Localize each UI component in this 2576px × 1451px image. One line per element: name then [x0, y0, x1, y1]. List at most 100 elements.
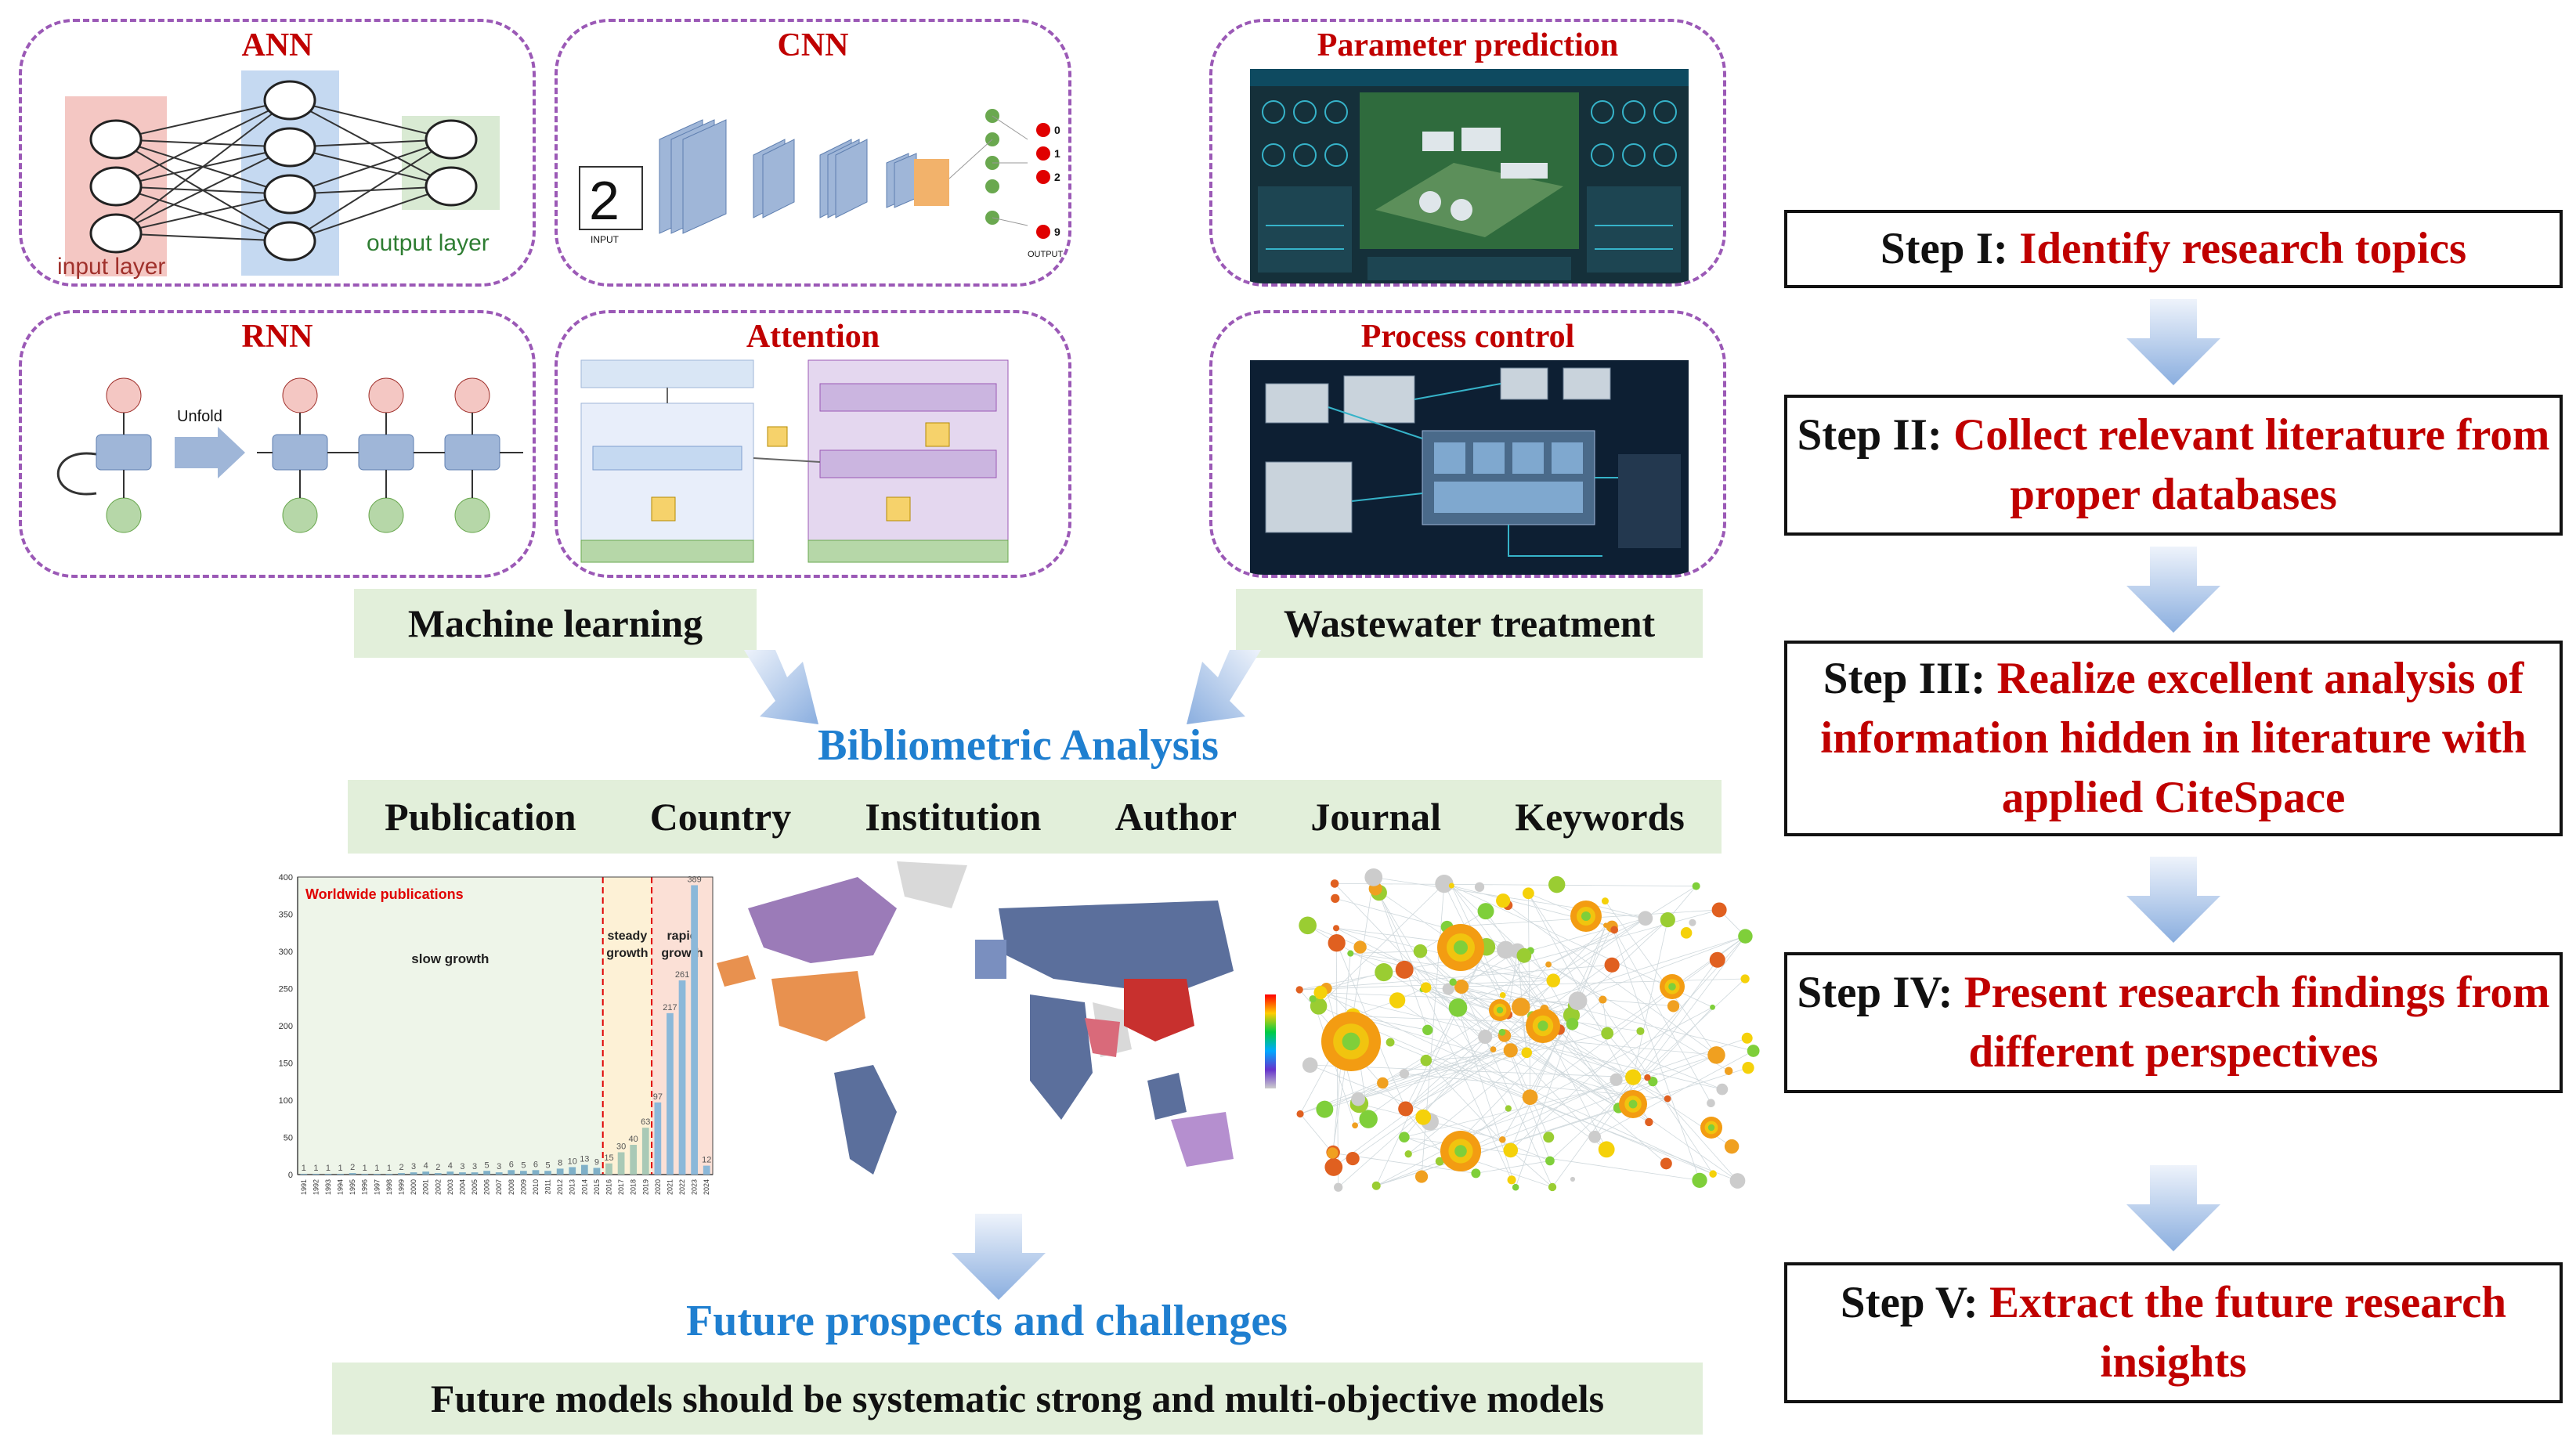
- chart-x-tick: 2000: [410, 1179, 417, 1195]
- chart-bar: [422, 1171, 430, 1175]
- attention-panel: Attention: [555, 310, 1071, 578]
- chart-bar: [300, 1174, 308, 1175]
- chart-bar: [495, 1172, 503, 1175]
- chart-x-tick: 2024: [703, 1179, 710, 1195]
- category-keywords: Keywords: [1515, 795, 1685, 839]
- chart-bar-label: 5: [521, 1160, 526, 1170]
- chart-y-tick: 0: [288, 1171, 293, 1180]
- future-models-statement: Future models should be systematic stron…: [332, 1363, 1703, 1435]
- parameter-prediction-dashboard-image: [1250, 69, 1689, 283]
- chart-bar-label: 1: [326, 1164, 331, 1173]
- chart-bar: [471, 1172, 479, 1175]
- ann-title: ANN: [241, 27, 313, 63]
- chart-x-tick: 1993: [324, 1179, 332, 1195]
- chart-bar-label: 5: [485, 1160, 490, 1170]
- chart-x-tick: 2020: [654, 1179, 662, 1195]
- attention-title: Attention: [746, 319, 880, 355]
- chart-x-tick: 1992: [312, 1179, 320, 1195]
- cnn-output-label: OUTPUT: [1028, 250, 1064, 259]
- chart-bar-label: 1: [374, 1164, 379, 1173]
- chart-bar-label: 12: [702, 1156, 711, 1165]
- bibliometric-analysis-title: Bibliometric Analysis: [818, 721, 1219, 770]
- machine-learning-label: Machine learning: [354, 589, 757, 658]
- chart-bar: [532, 1170, 540, 1175]
- chart-y-tick: 300: [279, 947, 293, 957]
- cnn-title: CNN: [777, 27, 849, 63]
- wastewater-treatment-text: Wastewater treatment: [1283, 601, 1656, 645]
- ann-panel: ANN input layer output layer: [19, 19, 536, 287]
- chart-x-tick: 2006: [483, 1179, 491, 1195]
- chart-bar-label: 9: [594, 1157, 599, 1167]
- chart-bar-label: 13: [580, 1155, 589, 1164]
- chart-bar-label: 2: [350, 1163, 355, 1172]
- step-1-box: Step I: Identify research topics: [1784, 210, 2563, 288]
- chart-bar-label: 15: [604, 1153, 613, 1163]
- chart-region-label-0: slow growth: [411, 951, 489, 966]
- chart-x-tick: 2008: [508, 1179, 515, 1195]
- chart-bar: [593, 1168, 601, 1175]
- chart-x-tick: 1996: [361, 1179, 369, 1195]
- chart-bar: [520, 1171, 527, 1175]
- chart-bar: [667, 1012, 674, 1175]
- chart-bar: [630, 1145, 638, 1175]
- chart-bar-label: 4: [424, 1161, 428, 1171]
- chart-bar-label: 63: [641, 1117, 650, 1127]
- chart-y-tick: 400: [279, 873, 293, 883]
- chart-x-tick: 1994: [337, 1179, 345, 1195]
- category-country: Country: [649, 795, 792, 839]
- chart-bar: [398, 1173, 405, 1175]
- chart-x-tick: 2016: [605, 1179, 613, 1195]
- step-2-box: Step II: Collect relevant literature fro…: [1784, 395, 2563, 536]
- chart-y-tick: 250: [279, 985, 293, 994]
- chart-bar: [691, 885, 698, 1175]
- attention-diagram: [580, 359, 1009, 563]
- chart-bar-label: 6: [533, 1160, 538, 1169]
- step-5-text: Extract the future research insights: [1989, 1278, 2507, 1387]
- chart-bar: [459, 1172, 466, 1175]
- chart-bar-label: 3: [472, 1162, 477, 1171]
- wastewater-treatment-label: Wastewater treatment: [1236, 589, 1703, 658]
- parameter-prediction-panel: Parameter prediction: [1209, 19, 1726, 287]
- chart-bar: [483, 1171, 490, 1175]
- process-control-panel: Process control: [1209, 310, 1726, 578]
- chart-x-tick: 2014: [580, 1179, 588, 1195]
- step-4-label: Step IV:: [1797, 968, 1953, 1017]
- ann-input-label: input layer: [57, 254, 165, 280]
- chart-bar-label: 8: [558, 1158, 562, 1168]
- parameter-prediction-title: Parameter prediction: [1317, 27, 1619, 63]
- chart-region-1: [602, 877, 652, 1175]
- chart-x-tick: 2004: [458, 1179, 466, 1195]
- chart-bar: [446, 1171, 454, 1175]
- chart-bar: [678, 980, 686, 1175]
- chart-bar: [385, 1174, 393, 1175]
- chart-bar: [337, 1174, 344, 1175]
- co-authorship-network-image: [1265, 868, 1760, 1192]
- chart-bar: [361, 1174, 369, 1175]
- cnn-class-1: 1: [1054, 147, 1060, 160]
- step-3-text: Realize excellent analysis of informatio…: [1820, 654, 2527, 822]
- rnn-title: RNN: [241, 319, 313, 355]
- chart-y-tick: 50: [284, 1134, 293, 1143]
- chart-x-tick: 1998: [385, 1179, 393, 1195]
- chart-x-tick: 1997: [373, 1179, 381, 1195]
- chart-bar: [349, 1173, 356, 1175]
- chart-y-tick: 350: [279, 911, 293, 920]
- ann-diagram: input layer output layer: [57, 70, 500, 280]
- chart-bar-label: 261: [675, 970, 689, 980]
- chart-bar-label: 4: [448, 1161, 453, 1171]
- category-author: Author: [1115, 795, 1237, 839]
- chart-x-tick: 2023: [691, 1179, 699, 1195]
- step-1-to-2-arrow: [2126, 299, 2220, 385]
- rnn-unfold-label: Unfold: [177, 408, 222, 425]
- chart-bar: [544, 1171, 551, 1175]
- category-publication: Publication: [385, 795, 576, 839]
- chart-region-0: [298, 877, 603, 1175]
- to-future-arrow: [952, 1214, 1046, 1300]
- cnn-panel: CNN 2 INPUT 0 1: [555, 19, 1071, 287]
- process-control-title: Process control: [1360, 319, 1575, 355]
- future-prospects-title: Future prospects and challenges: [686, 1297, 1288, 1345]
- step-3-label: Step III:: [1823, 654, 1986, 703]
- ann-output-label: output layer: [367, 230, 490, 256]
- chart-y-tick: 150: [279, 1059, 293, 1069]
